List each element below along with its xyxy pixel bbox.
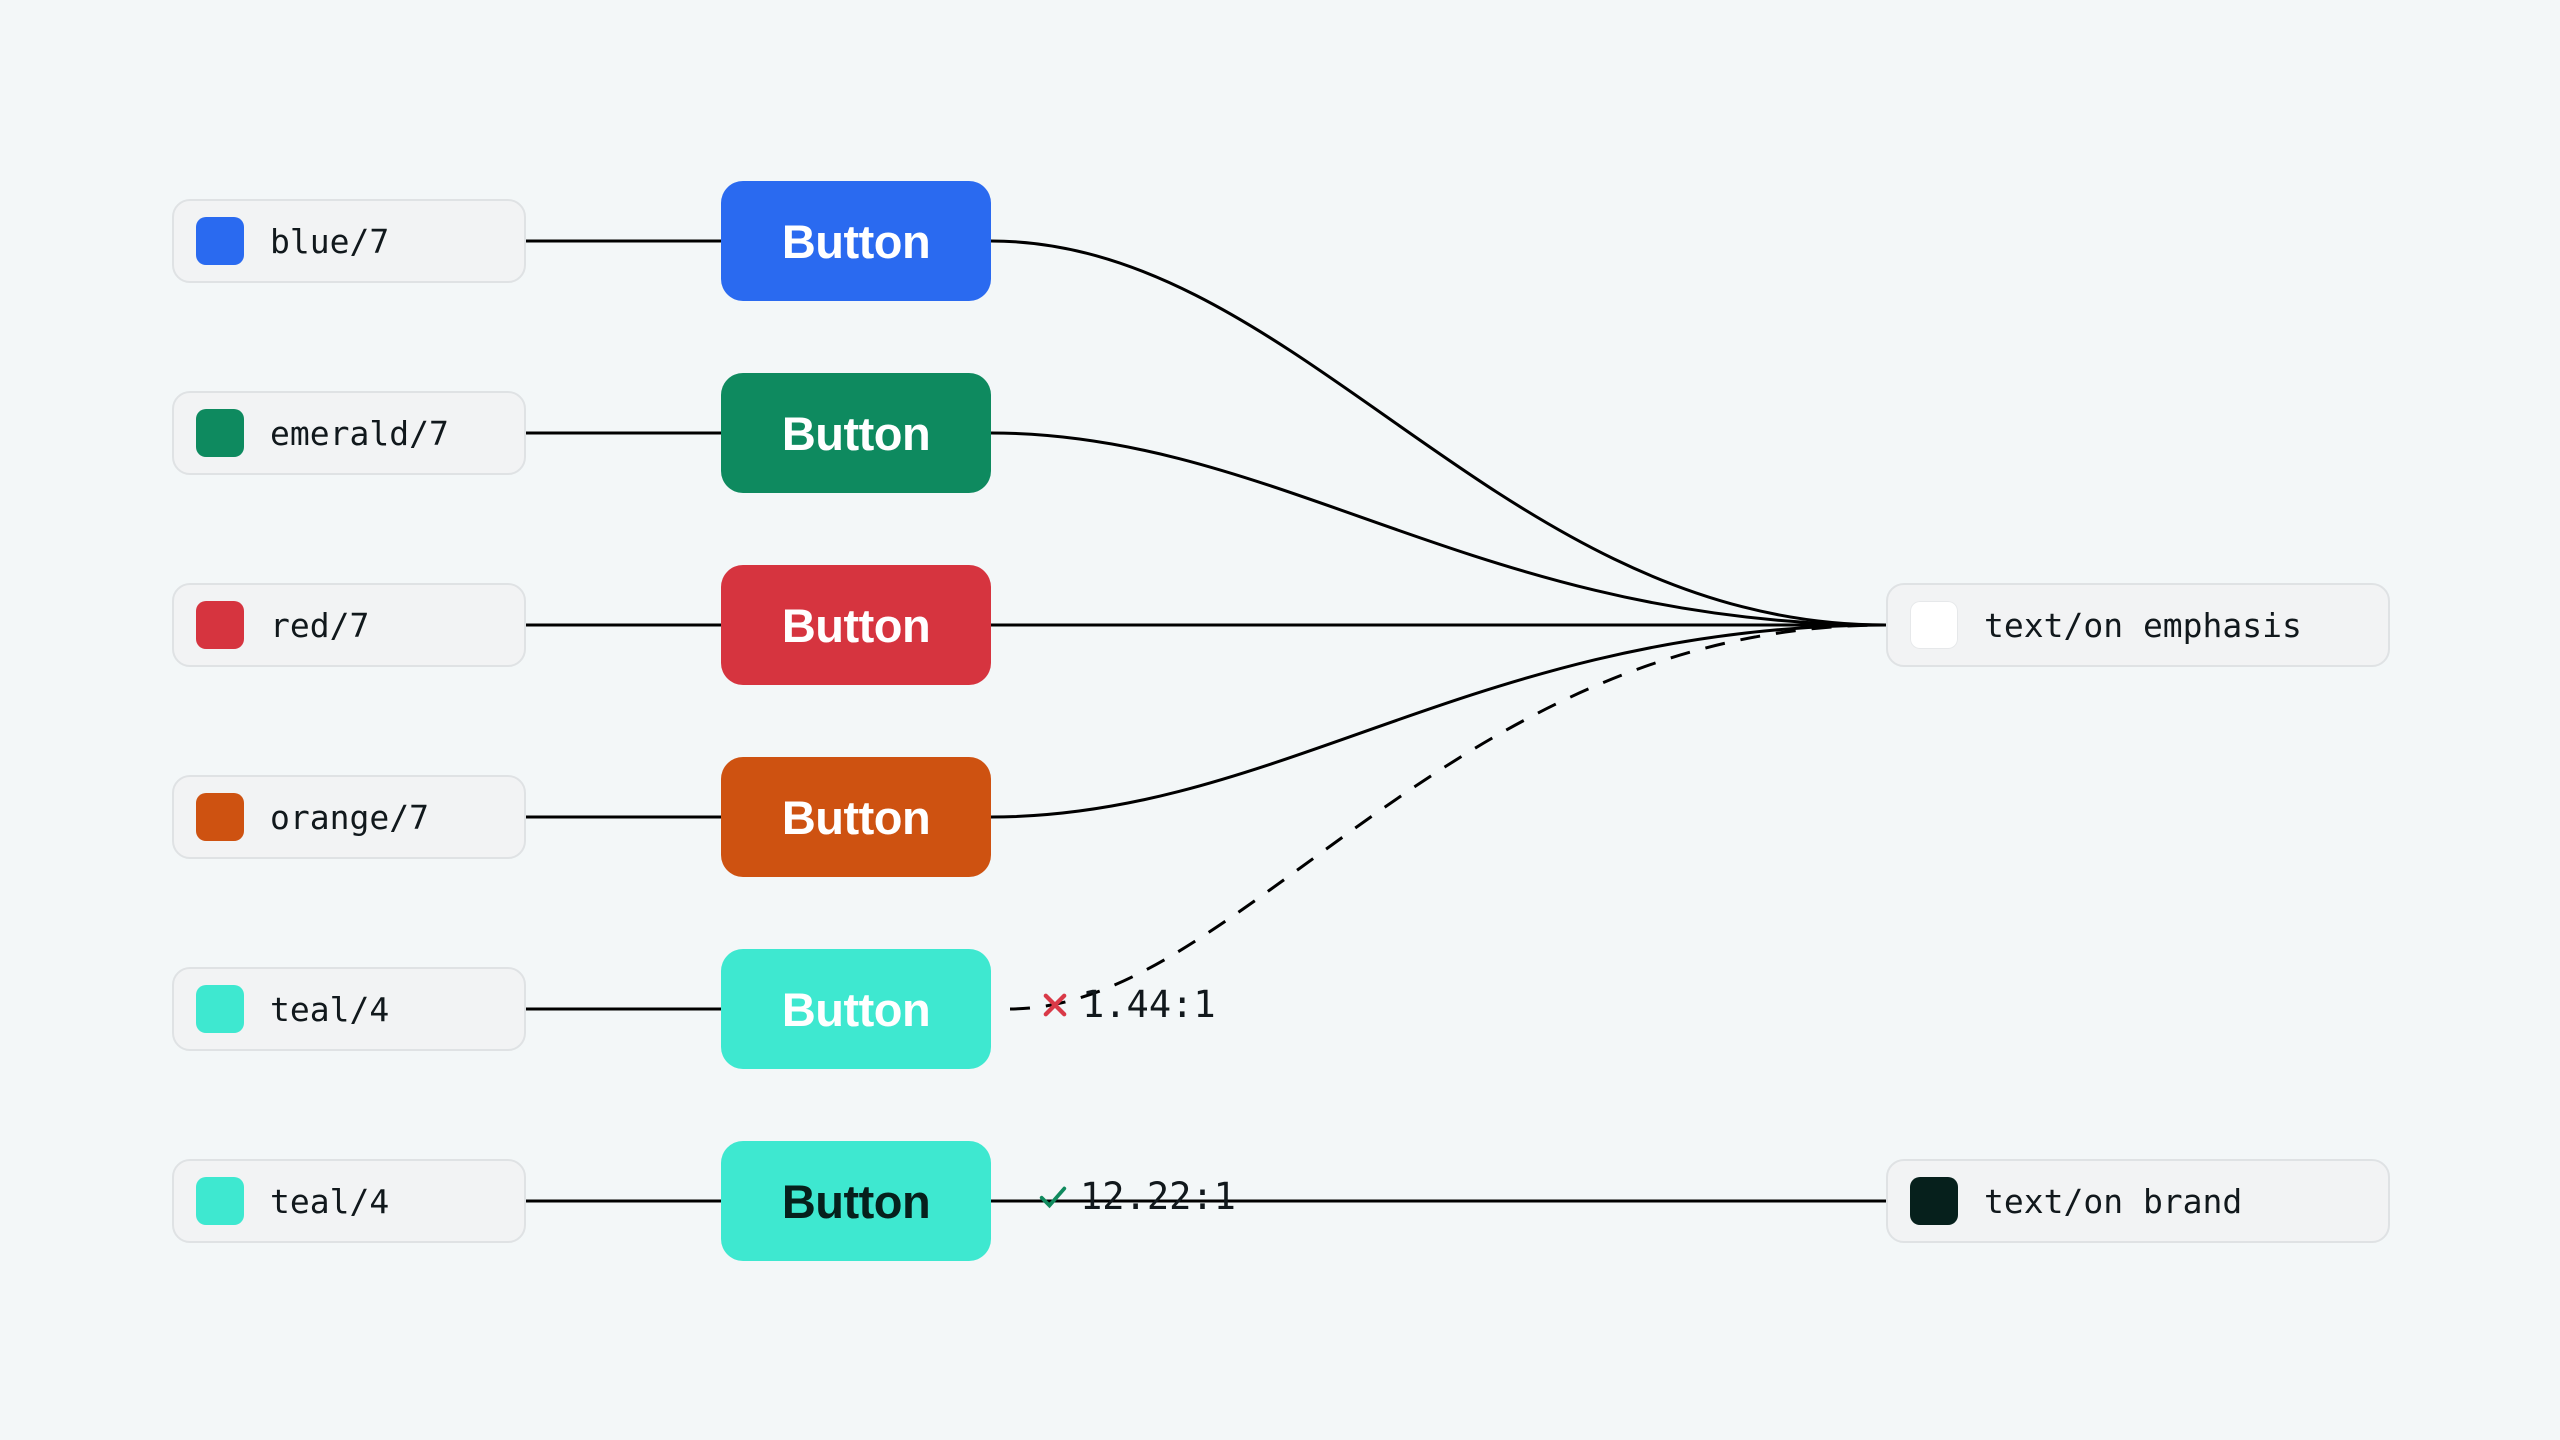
contrast-fail: 1.44:1: [1038, 983, 1216, 1026]
token-name-label: text/on brand: [1984, 1181, 2243, 1221]
target-chip-text-on-emphasis[interactable]: text/on emphasis: [1886, 583, 2390, 667]
token-name-label: blue/7: [270, 221, 390, 261]
target-chip-text-on-brand[interactable]: text/on brand: [1886, 1159, 2390, 1243]
token-name-label: red/7: [270, 605, 370, 645]
color-swatch-icon: [196, 1177, 244, 1225]
color-swatch-icon: [1910, 601, 1958, 649]
button-teal-pass[interactable]: Button: [721, 1141, 991, 1261]
color-swatch-icon: [196, 985, 244, 1033]
button-teal-fail[interactable]: Button: [721, 949, 991, 1069]
source-chip-emerald-7[interactable]: emerald/7: [172, 391, 526, 475]
check-icon: [1039, 1186, 1067, 1208]
contrast-pass: 12.22:1: [1036, 1175, 1236, 1218]
contrast-ratio-label: 1.44:1: [1082, 983, 1216, 1026]
contrast-ratio-label: 12.22:1: [1080, 1175, 1236, 1218]
token-name-label: teal/4: [270, 1181, 390, 1221]
cross-icon: [1043, 993, 1067, 1016]
token-name-label: orange/7: [270, 797, 429, 837]
token-name-label: emerald/7: [270, 413, 449, 453]
edge-emerald-to-emphasis: [990, 431, 1887, 627]
color-swatch-icon: [196, 409, 244, 457]
button-blue[interactable]: Button: [721, 181, 991, 301]
token-name-label: text/on emphasis: [1984, 605, 2302, 645]
source-chip-blue-7[interactable]: blue/7: [172, 199, 526, 283]
token-name-label: teal/4: [270, 989, 390, 1029]
edge-orange-to-emphasis: [990, 623, 1887, 819]
source-chip-teal-4-a[interactable]: teal/4: [172, 967, 526, 1051]
button-orange[interactable]: Button: [721, 757, 991, 877]
button-emerald[interactable]: Button: [721, 373, 991, 493]
color-swatch-icon: [1910, 1177, 1958, 1225]
edge-blue-to-emphasis: [990, 239, 1887, 627]
source-chip-red-7[interactable]: red/7: [172, 583, 526, 667]
edge-teal-fail-to-emphasis: [1009, 623, 1887, 1011]
source-chip-teal-4-b[interactable]: teal/4: [172, 1159, 526, 1243]
color-swatch-icon: [196, 793, 244, 841]
color-swatch-icon: [196, 217, 244, 265]
color-swatch-icon: [196, 601, 244, 649]
button-red[interactable]: Button: [721, 565, 991, 685]
source-chip-orange-7[interactable]: orange/7: [172, 775, 526, 859]
